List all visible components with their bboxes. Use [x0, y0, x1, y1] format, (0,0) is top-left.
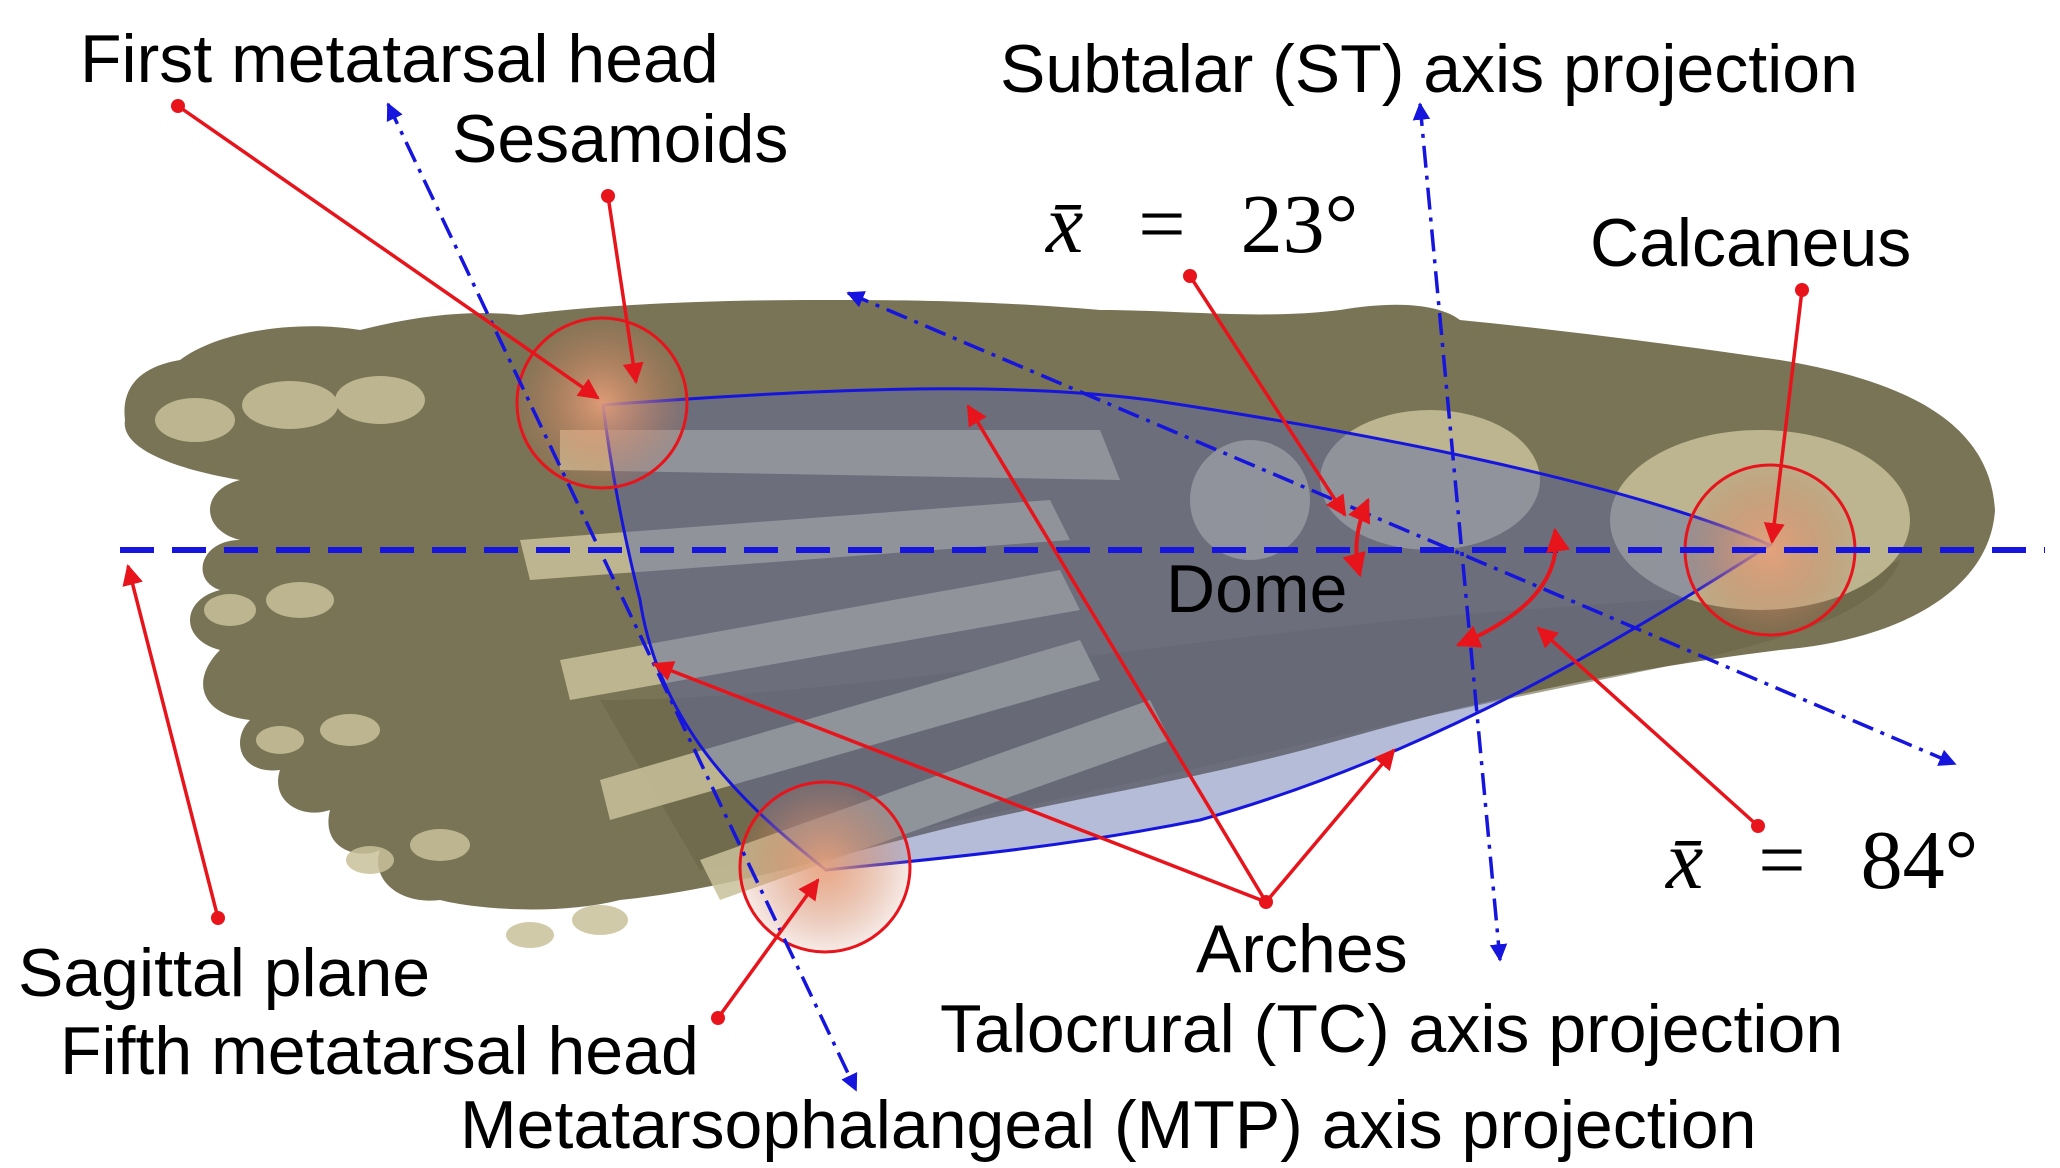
st-angle-equals: = [1138, 178, 1185, 271]
tc-angle-equals: = [1758, 814, 1805, 907]
label-calcaneus: Calcaneus [1590, 205, 1911, 281]
toe-bone-5a [506, 922, 554, 948]
calcaneus-dot [1795, 283, 1809, 297]
st-angle-label: x̄ = 23° [1044, 178, 1358, 271]
label-dome: Dome [1166, 551, 1347, 627]
first-metatarsal-head-circle [517, 318, 687, 488]
label-subtalar-axis: Subtalar (ST) axis projection [1000, 31, 1858, 107]
toe-bone-3b [320, 714, 380, 746]
sesamoids-dot [601, 189, 615, 203]
toe-bone-5b [572, 905, 628, 935]
label-sesamoids: Sesamoids [452, 101, 788, 177]
fifth-metatarsal-dot [711, 1011, 725, 1025]
arches-dot [1259, 895, 1273, 909]
label-arches: Arches [1196, 911, 1408, 987]
tc-angle-label: x̄ = 84° [1664, 814, 1978, 907]
st-angle-dot [1183, 269, 1197, 283]
label-first-metatarsal-head: First metatarsal head [80, 21, 719, 97]
toe-bone-4a [346, 846, 394, 874]
tc-angle-symbol: x̄ [1664, 814, 1703, 907]
toe-bone-3a [256, 726, 304, 754]
label-mtp-axis: Metatarsophalangeal (MTP) axis projectio… [460, 1087, 1756, 1163]
toe-bone-2a [204, 594, 256, 626]
label-sagittal-plane: Sagittal plane [18, 935, 430, 1011]
label-talocrural-axis: Talocrural (TC) axis projection [940, 991, 1843, 1067]
toe-bone-1b [242, 381, 338, 429]
toe-bone-1c [335, 376, 425, 424]
first-metatarsal-dot [171, 99, 185, 113]
toe-bone-2b [266, 582, 334, 618]
label-fifth-metatarsal-head: Fifth metatarsal head [60, 1013, 699, 1089]
tc-angle-value: 84° [1861, 814, 1979, 907]
sagittal-plane-dot [211, 911, 225, 925]
toe-bone-4b [410, 829, 470, 861]
st-angle-value: 23° [1241, 178, 1359, 271]
st-angle-symbol: x̄ [1044, 178, 1083, 271]
toe-bone-1a [155, 398, 235, 442]
fifth-metatarsal-head-circle [740, 782, 910, 952]
